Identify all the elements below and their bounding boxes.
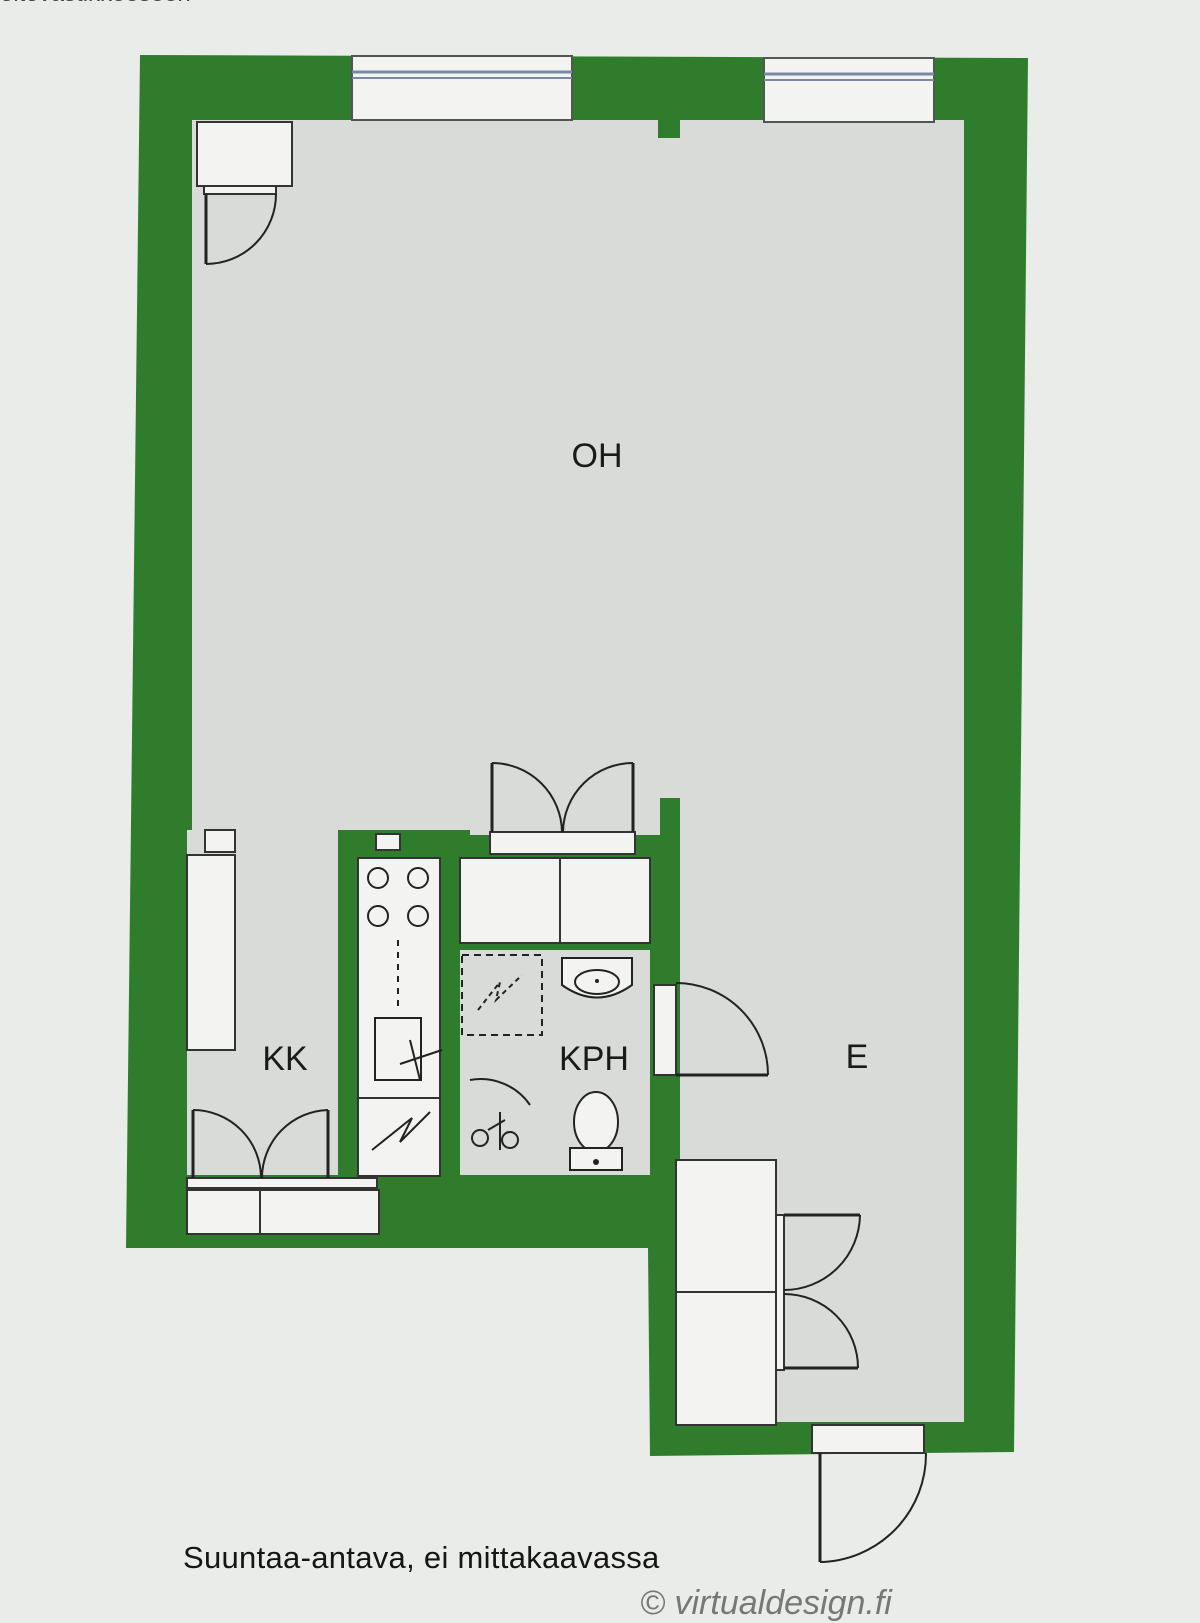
window-mullion — [658, 118, 680, 138]
shower-head-icon — [469, 1078, 531, 1150]
entrance-wardrobe — [675, 1159, 861, 1426]
kitchen-tall-cabinet — [186, 829, 236, 1051]
toilet-icon — [569, 1091, 623, 1171]
window-left — [351, 55, 573, 121]
bathroom-door — [653, 982, 769, 1077]
room-label-bathroom: KPH — [559, 1040, 629, 1078]
cropped-top-text: oitovastikkeeseen — [0, 0, 191, 8]
room-label-entrance: E — [846, 1038, 869, 1076]
disclaimer-caption: Suuntaa-antava, ei mittakaavassa — [183, 1540, 660, 1575]
living-room-floor — [192, 120, 964, 835]
bathroom-fixtures — [461, 954, 633, 1171]
shower-drain-icon — [477, 974, 523, 1011]
shower-area — [461, 954, 543, 1036]
wardrobe-top-left — [196, 121, 293, 265]
dishwasher-icon — [371, 1111, 431, 1151]
stove-icon — [367, 867, 429, 927]
room-label-kitchen: KK — [262, 1040, 308, 1078]
kitchen-counter — [357, 833, 443, 1177]
room-label-living: OH — [572, 437, 623, 475]
washbasin-icon — [561, 957, 633, 999]
closet-pair — [459, 762, 651, 944]
window-right — [763, 57, 935, 123]
front-door — [811, 1424, 928, 1563]
copyright-watermark: © virtualdesign.fi — [640, 1584, 892, 1622]
kitchen-lower-cabinets — [186, 1109, 380, 1235]
sink-icon — [374, 1017, 443, 1081]
